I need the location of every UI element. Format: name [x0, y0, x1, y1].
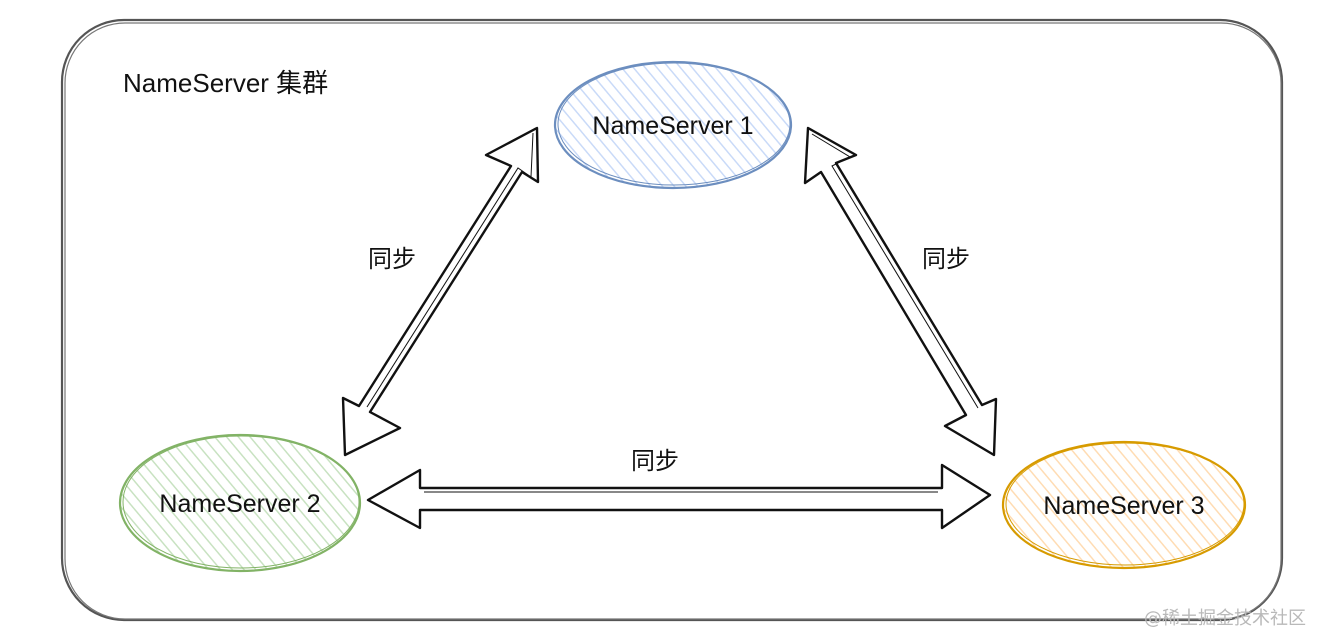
watermark: @稀土掘金技术社区 — [1144, 608, 1306, 629]
sync-arrow-ns1-ns3 — [803, 126, 998, 457]
nameserver-2-label: NameServer 2 — [159, 490, 320, 518]
nameserver-2-node: NameServer 2 — [118, 433, 362, 573]
sync-label-ns1-ns2: 同步 — [368, 245, 416, 273]
sync-arrow-ns1-ns2 — [341, 126, 540, 457]
cluster-boundary — [60, 18, 1284, 622]
nameserver-3-label: NameServer 3 — [1043, 492, 1204, 520]
sync-label-ns2-ns3: 同步 — [631, 447, 679, 475]
sync-label-ns1-ns3: 同步 — [922, 245, 970, 273]
sync-arrow-ns2-ns3 — [366, 463, 992, 530]
nameserver-1-node: NameServer 1 — [553, 60, 793, 190]
nameserver-3-node: NameServer 3 — [1001, 440, 1247, 570]
cluster-title: NameServer 集群 — [123, 68, 328, 98]
nameserver-1-label: NameServer 1 — [592, 112, 753, 140]
